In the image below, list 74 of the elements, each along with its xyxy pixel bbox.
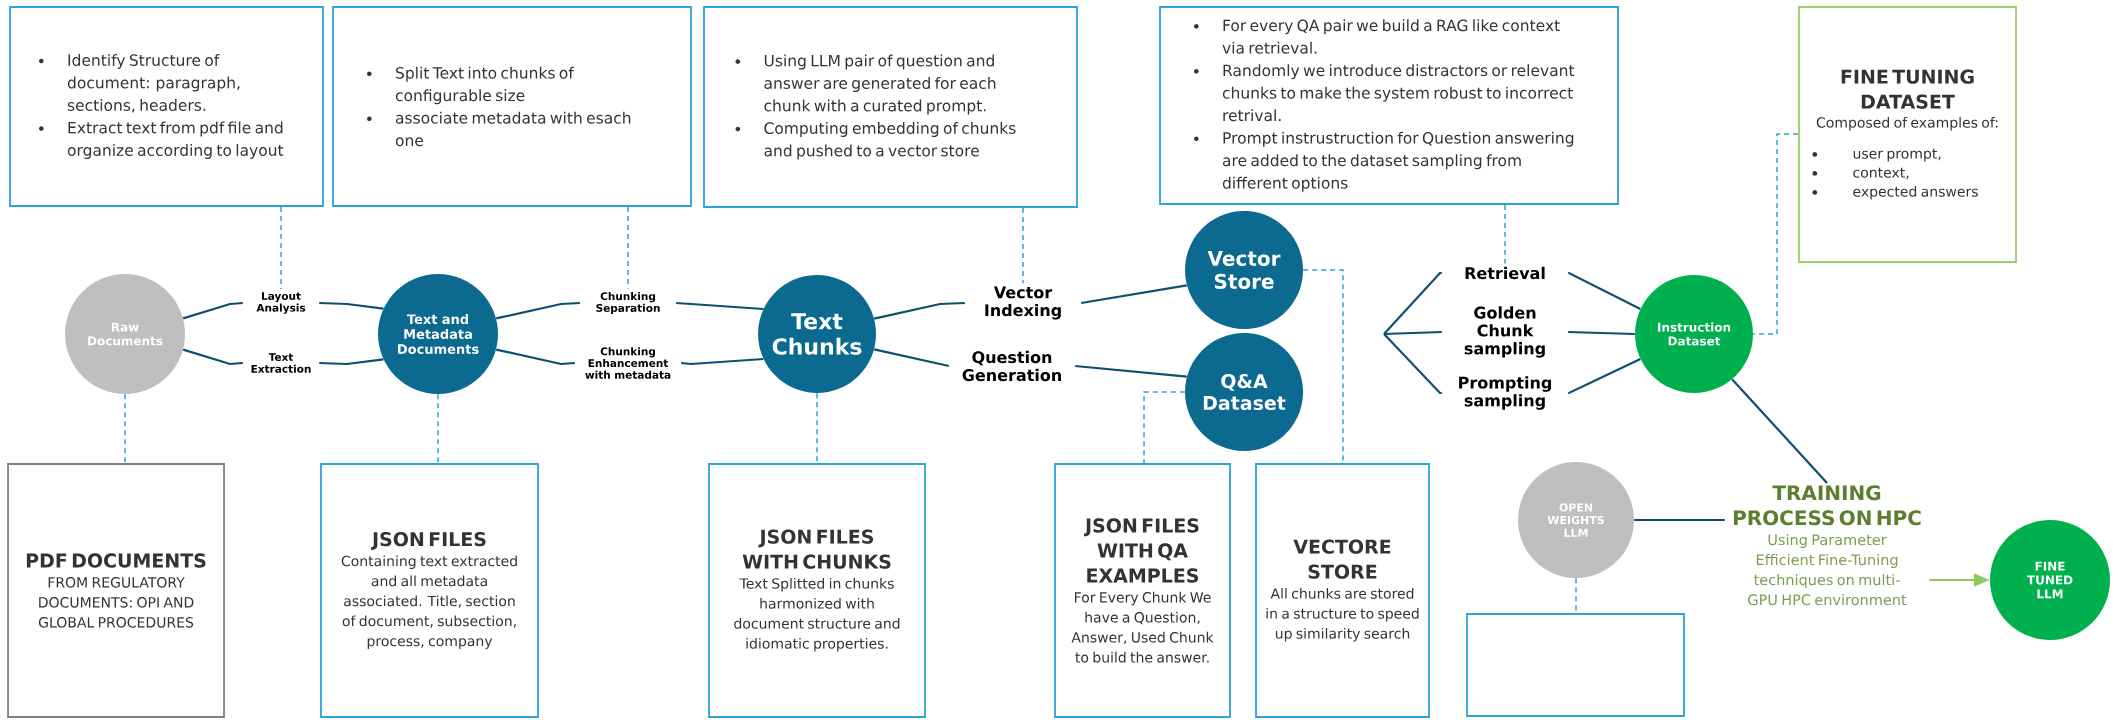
- list-item: Extract text from pdf file and organize according to layout: [39, 121, 284, 159]
- description-box: [9, 6, 324, 207]
- leader-line: [1752, 133, 1799, 335]
- list-item: expected answers: [1812, 185, 1978, 200]
- connector-line: [1383, 271, 1443, 335]
- leader-line: [437, 393, 439, 464]
- leader-line: [816, 392, 818, 464]
- list-item: For every QA pair we build a RAG like context via retrieval.: [1194, 19, 1560, 54]
- leader-line: [280, 206, 282, 290]
- box-text: FROM REGULATORY DOCUMENTS: OPI AND GLOBAL PROCEDURES: [38, 577, 194, 628]
- connector-line: [1383, 333, 1443, 395]
- connector-line: [319, 301, 384, 310]
- connector-line: [182, 301, 243, 320]
- step-label: Text Extraction: [251, 353, 311, 373]
- connector-line: [676, 301, 764, 311]
- description-box: [1054, 463, 1231, 718]
- connector-line: [1568, 330, 1635, 336]
- step-label: Chunking Separation: [596, 292, 660, 314]
- step-label: Layout Analysis: [256, 292, 306, 314]
- connector-line: [873, 348, 950, 368]
- list-item: Identify Structure of document: paragraph, sections, headers.: [39, 54, 240, 113]
- leader-line: [1143, 391, 1186, 464]
- connector-line: [1731, 378, 1828, 484]
- leader-line: [1022, 207, 1024, 285]
- leader-line: [627, 206, 629, 290]
- description-box: [703, 6, 1078, 208]
- connector-line: [1081, 284, 1187, 305]
- box-text: For Every Chunk We have a Question, Answer, Used Chunk to build the answer.: [1071, 591, 1214, 663]
- step-label: Prompting sampling: [1459, 376, 1551, 410]
- empty-box: [1466, 613, 1685, 717]
- box-title: JSON FILES WITH QA EXAMPLES: [1083, 518, 1199, 583]
- connector-line: [1634, 518, 1725, 522]
- box-title: JSON FILES: [370, 532, 486, 550]
- connector-line: [1567, 358, 1641, 395]
- connector-line: [1075, 364, 1187, 378]
- leader-line: [124, 393, 126, 464]
- box-title: PDF DOCUMENTS: [26, 553, 206, 568]
- box-text: Containing text extracted and all metadata associated. Title, section of document, subsection, process, company: [341, 555, 517, 649]
- list-item: Computing embedding of chunks and pushed to a vector store: [735, 122, 1016, 160]
- connector-line: [1567, 271, 1641, 310]
- heading-text: TRAINING PROCESS ON HPC: [1733, 485, 1921, 526]
- list-item: associate metadata with esach one: [367, 111, 631, 147]
- list-item: Prompt instrustruction for Question answering are added to the dataset sampling from different options: [1194, 131, 1574, 192]
- step-label: Golden Chunk sampling: [1464, 306, 1545, 358]
- connector-line: [319, 358, 384, 366]
- box-title: FINE TUNING DATASET: [1841, 69, 1974, 109]
- description-box: [1255, 463, 1430, 718]
- step-label: Chunking Enhancement with metadata: [585, 347, 671, 379]
- description-box: [1159, 6, 1619, 205]
- step-label: Question Generation: [962, 350, 1061, 382]
- description-box: [7, 463, 225, 718]
- connector-line: [495, 301, 580, 320]
- connector-line: [495, 348, 575, 366]
- step-label: Retrieval: [1465, 266, 1545, 280]
- leader-line: [1504, 204, 1506, 265]
- list-item: context,: [1812, 167, 1909, 180]
- connector-line: [681, 357, 764, 366]
- box-text: All chunks are stored in a structure to speed up similarity search: [1266, 587, 1419, 642]
- list-item: Using LLM pair of question and answer are generated for each chunk with a curated prompt.: [735, 54, 996, 115]
- connector-line: [873, 301, 965, 320]
- description-box: [708, 463, 926, 718]
- list-item: user prompt,: [1812, 148, 1941, 162]
- dataset-box: [1798, 6, 2017, 263]
- description-box: [332, 6, 692, 207]
- connector-line: [1383, 330, 1442, 336]
- connector-line: [182, 348, 243, 366]
- box-text: Composed of examples of:: [1816, 116, 1998, 131]
- box-text: Text Splitted in chunks harmonized with document structure and idiomatic properties.: [734, 577, 900, 652]
- step-label: Vector Indexing: [985, 286, 1061, 320]
- box-title: JSON FILES WITH CHUNKS: [742, 529, 891, 569]
- body-text: Using Parameter Efficient Fine-Tuning techniques on multi-GPU HPC environment: [1748, 534, 1907, 606]
- list-item: Randomly we introduce distractors or relevant chunks to make the system robust to incorrect retrival.: [1194, 64, 1575, 122]
- description-box: [320, 463, 539, 718]
- box-title: VECTORE STORE: [1293, 539, 1391, 579]
